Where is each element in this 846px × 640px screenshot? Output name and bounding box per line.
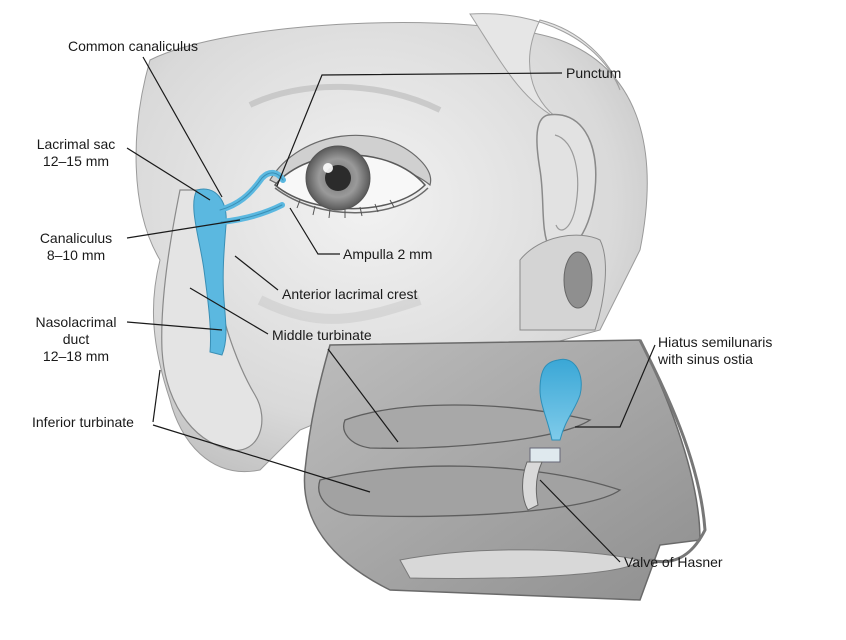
label-nasolacrimal-line3: 12–18 mm	[42, 348, 110, 364]
label-lacrimal-sac: Lacrimal sac 12–15 mm	[28, 136, 124, 170]
lower-lid	[274, 187, 429, 214]
inferior-turbinate-shape	[318, 465, 622, 518]
leader-valve	[539, 479, 621, 563]
lacrimal-sac-shape	[193, 188, 227, 356]
leader-punctum	[276, 72, 563, 187]
brow	[248, 83, 442, 113]
leader-nasolacrimal	[126, 321, 223, 331]
leader-anterior-crest	[234, 255, 279, 291]
hair	[469, 13, 621, 121]
label-nasolacrimal-line2: duct	[62, 331, 90, 347]
label-canaliculus-line2: 8–10 mm	[46, 247, 106, 263]
label-hiatus-semilunaris: Hiatus semilunaris with sinus ostia	[658, 334, 772, 368]
palate	[399, 549, 641, 579]
leader-middle-turbinate-a	[189, 287, 269, 335]
canaliculi-outline	[219, 172, 284, 223]
label-middle-turbinate: Middle turbinate	[272, 327, 372, 343]
leader-inferior-turbinate-a	[152, 369, 161, 423]
label-nasolacrimal-duct: Nasolacrimal duct 12–18 mm	[24, 314, 128, 365]
label-punctum: Punctum	[566, 65, 622, 81]
leader-ampulla	[289, 207, 340, 255]
label-lacrimal-sac-line1: Lacrimal sac	[36, 136, 116, 152]
label-canaliculus-line1: Canaliculus	[39, 230, 113, 246]
lashes	[296, 199, 395, 219]
sagittal-duct-fold	[522, 461, 543, 511]
label-anterior-lacrimal-crest: Anterior lacrimal crest	[282, 286, 418, 302]
label-hiatus-line1: Hiatus semilunaris	[658, 334, 773, 350]
label-common-canaliculus: Common canaliculus	[68, 38, 198, 54]
leader-middle-turbinate-b	[327, 348, 399, 443]
nose-profile	[638, 339, 707, 564]
label-hiatus-line2: with sinus ostia	[658, 351, 753, 367]
highlight	[323, 163, 333, 173]
label-nasolacrimal-line1: Nasolacrimal	[35, 314, 117, 330]
label-ampulla: Ampulla 2 mm	[343, 246, 433, 262]
ear-inner	[554, 134, 579, 231]
leader-lacrimal-sac	[126, 147, 211, 201]
label-inferior-turbinate: Inferior turbinate	[32, 414, 134, 430]
sphenoid	[519, 234, 606, 331]
leader-lines	[126, 56, 656, 563]
sagittal-duct-end	[529, 447, 561, 463]
label-canaliculus: Canaliculus 8–10 mm	[28, 230, 124, 264]
leader-inferior-turbinate-b	[152, 424, 371, 493]
lacrimal-system	[193, 170, 286, 356]
eye	[269, 134, 432, 219]
label-valve-of-hasner: Valve of Hasner	[624, 554, 723, 570]
sagittal-sac	[539, 358, 582, 441]
sphenoid-sinus	[563, 251, 593, 309]
leader-hiatus	[575, 344, 656, 428]
cheek-shade	[257, 295, 422, 324]
leader-canaliculus	[126, 219, 241, 239]
face-skin	[135, 22, 648, 472]
leader-common-canaliculus	[142, 56, 223, 198]
label-lacrimal-sac-line2: 12–15 mm	[42, 153, 110, 169]
nasal-cavity	[303, 234, 707, 601]
